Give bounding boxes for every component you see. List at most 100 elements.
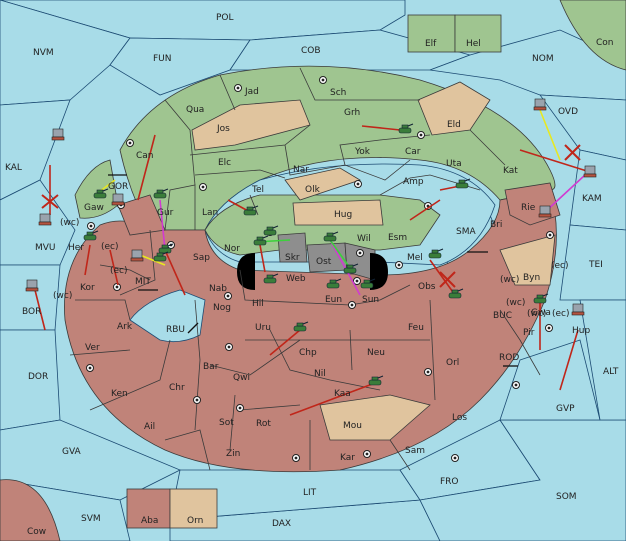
- label-sam: Sam: [405, 446, 425, 456]
- supply-center-dot-core: [356, 182, 360, 186]
- label-nvm: NVM: [33, 48, 54, 58]
- army-icon[interactable]: [428, 248, 444, 259]
- sea-alt[interactable]: [579, 299, 626, 421]
- supply-center-dot-core: [365, 452, 369, 456]
- label-cow: Cow: [27, 527, 46, 537]
- fleet-icon[interactable]: [583, 165, 597, 178]
- label-pir: Pir: [523, 328, 535, 338]
- sea-rbu[interactable]: [129, 289, 206, 343]
- supply-center-dot-core: [115, 285, 119, 289]
- label-nar: Nar: [293, 165, 309, 175]
- land-cut-east: [370, 253, 388, 290]
- label-svm: SVM: [81, 514, 101, 524]
- label-los: Los: [452, 413, 467, 423]
- label-aba: Aba: [141, 516, 158, 526]
- supply-center-dot-core: [227, 345, 231, 349]
- army-icon[interactable]: [153, 251, 169, 262]
- supply-center-dot-core: [358, 251, 362, 255]
- label-yok: Yok: [354, 147, 371, 157]
- supply-center-dot-core: [238, 406, 242, 410]
- army-icon[interactable]: [343, 263, 359, 274]
- army-icon[interactable]: [263, 225, 279, 236]
- coast-tag: (ec): [551, 261, 569, 271]
- coast-tag: (ec): [101, 242, 119, 252]
- order-line: [329, 239, 361, 296]
- army-icon[interactable]: [326, 278, 342, 289]
- army-icon[interactable]: [153, 188, 169, 199]
- army-icon[interactable]: [360, 278, 376, 289]
- army-icon[interactable]: [83, 230, 99, 241]
- supply-center-dot-core: [201, 185, 205, 189]
- label-pol: POL: [216, 13, 234, 23]
- sea-ovd[interactable]: [539, 94, 626, 161]
- sea-tei[interactable]: [559, 224, 626, 301]
- army-icon[interactable]: [263, 273, 279, 284]
- label-sap: Sap: [193, 253, 210, 263]
- label-uru: Uru: [255, 323, 271, 333]
- label-orl: Orl: [446, 358, 459, 368]
- order-line: [544, 174, 586, 213]
- supply-center-dot-core: [419, 133, 423, 137]
- fleet-icon[interactable]: [25, 279, 39, 292]
- label-bor: BOR: [22, 307, 41, 317]
- fleet-icon[interactable]: [38, 213, 52, 226]
- label-bri: Bri: [490, 220, 502, 230]
- land-eld[interactable]: [417, 81, 491, 136]
- land-olk[interactable]: [284, 167, 361, 201]
- land-mou[interactable]: [319, 394, 431, 441]
- label-her: Her: [68, 243, 84, 253]
- supply-center-dot-core: [226, 294, 230, 298]
- fleet-icon[interactable]: [533, 98, 547, 111]
- fleet-icon[interactable]: [51, 128, 65, 141]
- sea-fun[interactable]: [109, 37, 251, 96]
- army-icon[interactable]: [533, 293, 549, 304]
- coast-tag: (ec): [110, 266, 128, 276]
- army-icon[interactable]: [448, 288, 464, 299]
- supply-center-dot-core: [88, 366, 92, 370]
- sea-kam[interactable]: [569, 149, 626, 231]
- label-gor: GOR: [108, 182, 128, 192]
- supply-center-dot-core: [426, 370, 430, 374]
- army-icon[interactable]: [253, 235, 269, 246]
- label-chr: Chr: [169, 383, 185, 393]
- army-icon[interactable]: [398, 123, 414, 134]
- label-kor: Kor: [80, 283, 95, 293]
- fleet-icon[interactable]: [538, 205, 552, 218]
- fleet-icon[interactable]: [130, 249, 144, 262]
- label-mel: Mel: [407, 253, 423, 263]
- supply-center-dot-core: [514, 383, 518, 387]
- label-elc: Elc: [218, 158, 231, 168]
- army-icon[interactable]: [455, 178, 471, 189]
- land-hel[interactable]: [454, 14, 502, 53]
- label-ver: Ver: [85, 343, 100, 353]
- sea-som[interactable]: [419, 419, 626, 541]
- sea-nvm[interactable]: [0, 0, 131, 106]
- sea-mvu[interactable]: [0, 179, 76, 266]
- coast-tag: (wc): [60, 218, 79, 228]
- fleet-icon[interactable]: [571, 303, 585, 316]
- label-ken: Ken: [111, 389, 128, 399]
- supply-center-dot-core: [397, 263, 401, 267]
- label-lan: Lan: [202, 208, 218, 218]
- label-wil: Wil: [357, 234, 371, 244]
- army-icon[interactable]: [243, 205, 259, 216]
- fleet-icon[interactable]: [111, 193, 125, 206]
- army-icon[interactable]: [293, 321, 309, 332]
- sea-gva[interactable]: [0, 419, 181, 501]
- land-hug[interactable]: [292, 199, 384, 226]
- army-icon[interactable]: [323, 231, 339, 242]
- land-aba[interactable]: [126, 488, 171, 529]
- label-buc: BUC: [493, 311, 512, 321]
- order-line: [439, 271, 456, 288]
- sea-bor[interactable]: [0, 264, 61, 331]
- connectors: [108, 174, 518, 367]
- land-orn[interactable]: [169, 488, 218, 529]
- label-uta: Uta: [446, 159, 462, 169]
- army-icon[interactable]: [368, 375, 384, 386]
- land-byn[interactable]: [499, 234, 556, 286]
- label-dor: DOR: [28, 372, 48, 382]
- army-icon[interactable]: [93, 188, 109, 199]
- label-nab: Nab: [209, 284, 227, 294]
- order-line: [539, 109, 561, 161]
